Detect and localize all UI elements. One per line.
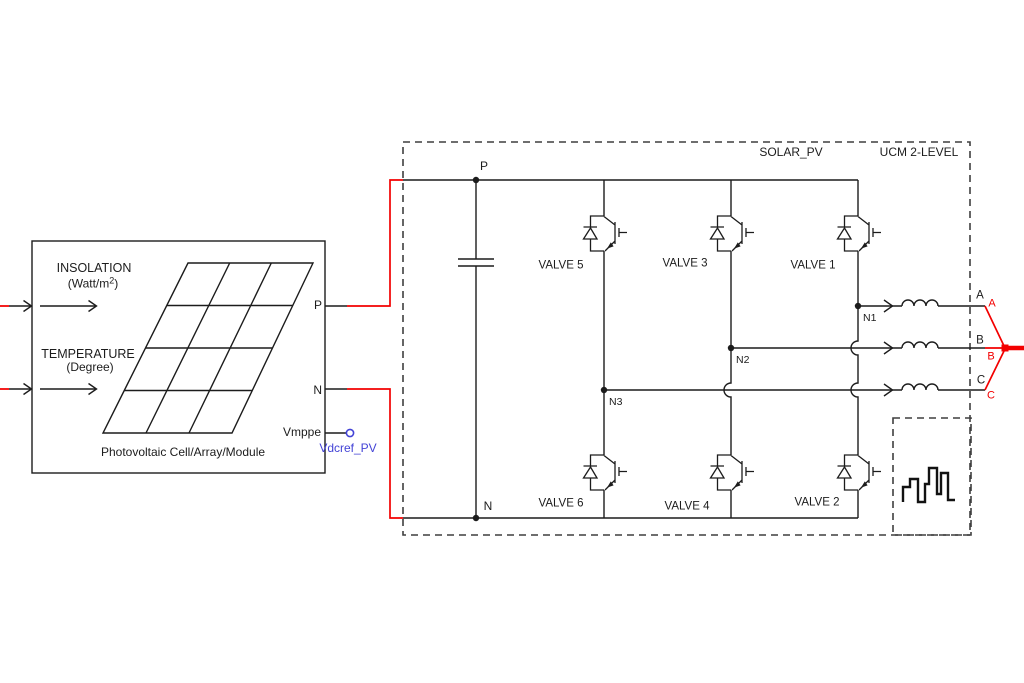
valve-top-legs[interactable]	[603, 180, 859, 216]
node-n3-label: N3	[609, 395, 623, 408]
dc-wire-p[interactable]	[347, 179, 403, 307]
node-n1-label: N1	[863, 311, 877, 324]
bus-p-label: P	[479, 159, 489, 173]
dc-wire-n[interactable]	[347, 388, 403, 519]
inverter-name-label: SOLAR_PV	[759, 145, 823, 159]
valve-bottom-legs[interactable]	[603, 490, 859, 518]
igbt-valve-2[interactable]	[836, 454, 882, 491]
leg-valve3-4[interactable]	[723, 251, 732, 455]
phase-b-red-label: B	[987, 350, 995, 363]
phase-c-label: C	[976, 374, 986, 387]
igbt-valve-5[interactable]	[582, 215, 628, 252]
valve2-label: VALVE 2	[794, 496, 840, 509]
insolation-unit-sup: 2	[109, 275, 115, 286]
pv-module-caption: Photovoltaic Cell/Array/Module	[100, 445, 266, 459]
leg-valve1-2[interactable]	[850, 251, 859, 455]
pv-port-n-label: N	[313, 383, 322, 397]
igbt-valve-4[interactable]	[709, 454, 755, 491]
ac-output-wires[interactable]	[984, 305, 1024, 391]
inductor-phase-a[interactable]	[901, 299, 939, 307]
phase-c-arrow-icon	[883, 383, 894, 397]
pv-port-vmppe-label: Vmppe	[282, 425, 321, 439]
pwm-waveform-icon	[901, 466, 955, 504]
valve4-label: VALVE 4	[664, 500, 710, 513]
phase-b-line[interactable]	[731, 341, 985, 355]
phase-a-red-label: A	[988, 297, 996, 310]
phase-c-line[interactable]	[604, 383, 985, 397]
phase-b-label: B	[976, 334, 984, 347]
pwm-generator-box[interactable]	[892, 417, 972, 536]
temperature-unit-label: (Degree)	[66, 360, 114, 374]
phase-a-line[interactable]	[858, 299, 985, 313]
insolation-input-arrow	[9, 299, 98, 313]
pv-port-p-label: P	[313, 298, 322, 312]
valve3-label: VALVE 3	[662, 257, 708, 270]
igbt-valve-3[interactable]	[709, 215, 755, 252]
phase-a-arrow-icon	[883, 299, 894, 313]
vdcref-signal-tap[interactable]	[345, 428, 355, 438]
pv-module[interactable]	[9, 240, 347, 474]
insolation-unit-suffix: )	[114, 276, 119, 291]
junction-dots	[472, 176, 862, 522]
temperature-label: TEMPERATURE	[41, 346, 135, 361]
insolation-label: INSOLATION	[56, 260, 132, 275]
igbt-valve-1[interactable]	[836, 215, 882, 252]
dc-link-capacitor[interactable]	[458, 180, 494, 518]
node-n2-label: N2	[736, 353, 750, 366]
pv-port-stubs	[325, 305, 347, 434]
igbt-valve-6[interactable]	[582, 454, 628, 491]
insolation-unit-prefix: (Watt/m	[67, 276, 110, 291]
solar-panel-icon	[101, 262, 315, 434]
vdcref-signal-label: Vdcref_PV	[319, 441, 377, 455]
inverter-type-label: UCM 2-LEVEL	[879, 145, 959, 159]
inverter-module-boundary[interactable]	[402, 141, 971, 536]
valve6-label: VALVE 6	[538, 497, 584, 510]
valve5-label: VALVE 5	[538, 259, 584, 272]
insolation-unit-label: (Watt/m2)	[67, 275, 119, 291]
valve1-label: VALVE 1	[790, 259, 836, 272]
temperature-input-arrow	[9, 382, 98, 396]
inductor-phase-b[interactable]	[901, 341, 939, 349]
bus-n-label: N	[483, 499, 493, 513]
inductor-phase-c[interactable]	[901, 383, 939, 391]
phase-c-red-label: C	[987, 389, 995, 402]
phase-a-label: A	[976, 289, 984, 302]
external-input-wires[interactable]	[0, 305, 9, 390]
phase-b-arrow-icon	[883, 341, 894, 355]
